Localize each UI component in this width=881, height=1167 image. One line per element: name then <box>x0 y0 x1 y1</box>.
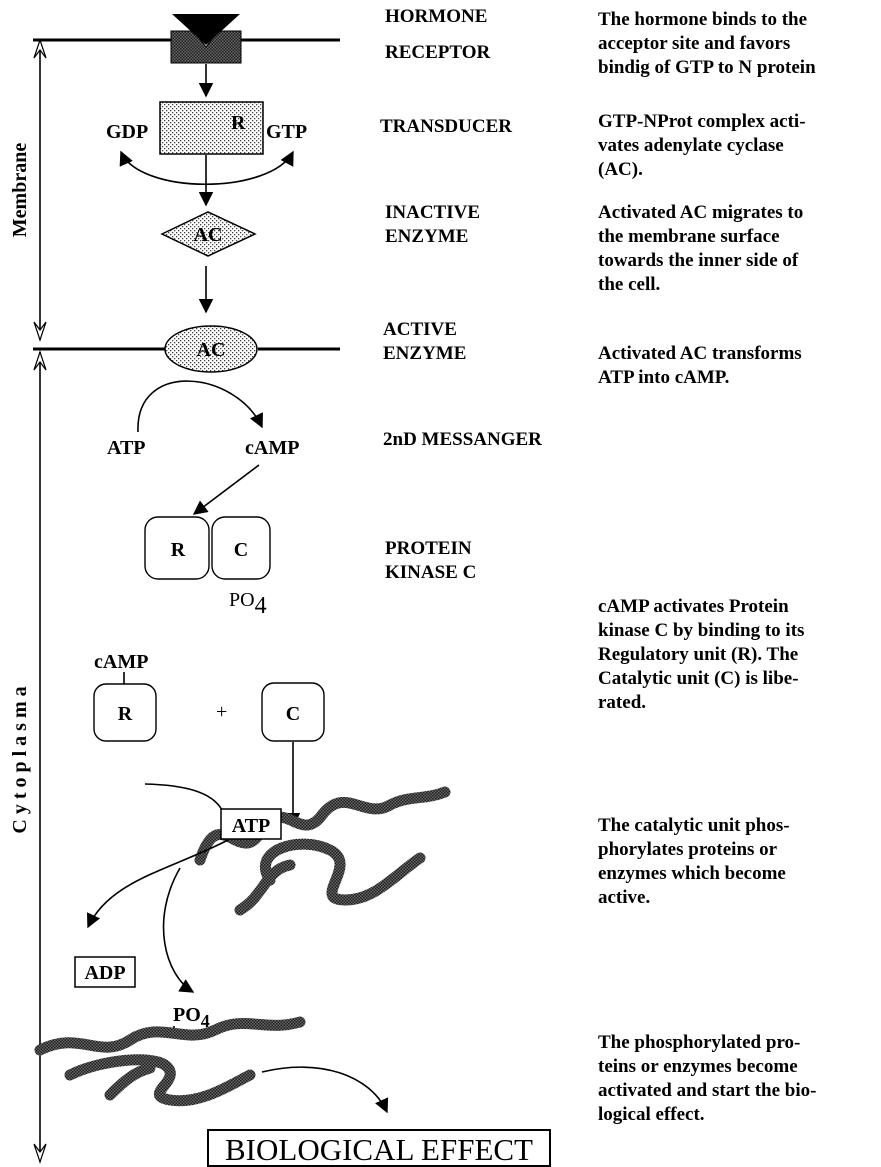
free-catalytic-unit <box>261 682 325 742</box>
atp-to-adp-arc <box>86 839 229 929</box>
hormone-triangle <box>172 14 240 45</box>
adp-box-label: ADP <box>84 962 125 984</box>
membrane-label: Membrane <box>9 143 31 238</box>
inactive-enzyme-diamond <box>160 211 257 257</box>
atp-to-camp-arc <box>137 380 263 433</box>
kinase-regulatory-unit <box>144 516 210 580</box>
cytoplasm-label: C y t o p l a s m a <box>9 686 31 833</box>
arrow-camp-to-kinase <box>192 464 260 515</box>
description-hormone: The hormone binds to the acceptor site a… <box>598 9 816 78</box>
gtp-label: GTP <box>266 121 307 143</box>
active-enzyme-ellipse <box>164 325 258 373</box>
plus-sign: + <box>216 701 227 723</box>
atp-label: ATP <box>107 437 146 459</box>
kinase-po4-label: PO4 <box>229 589 267 619</box>
description-biological-effect: The phosphorylated pro- teins or enzymes… <box>598 1032 821 1125</box>
biological-effect-label: BIOLOGICAL EFFECT <box>225 1132 533 1167</box>
kinase-r-label: R <box>171 539 186 561</box>
transducer-box <box>159 101 264 155</box>
bound-camp-label: cAMP <box>94 651 148 673</box>
description-migration: Activated AC migrates to the membrane su… <box>598 202 808 295</box>
kinase-catalytic-unit <box>211 516 271 580</box>
gdp-label: GDP <box>106 121 148 143</box>
description-kinase-activation: cAMP activates Protein kinase C by bindi… <box>598 596 809 713</box>
cytoplasm-range-bar <box>33 350 47 1164</box>
atp-to-po4-arc <box>162 867 195 993</box>
inactive-ac-label: AC <box>194 224 223 246</box>
free-r-label: R <box>118 703 133 725</box>
arrow-to-biological-effect <box>261 1066 389 1114</box>
kinase-c-label: C <box>234 539 248 561</box>
stage-active-enzyme: ACTIVE ENZYME <box>383 319 466 364</box>
atp-box <box>220 808 282 840</box>
free-c-label: C <box>286 703 300 725</box>
gdp-gtp-exchange-arc <box>119 150 294 186</box>
stage-hormone-receptor: HORMONE RECEPTOR <box>385 6 492 63</box>
description-camp-formation: Activated AC transforms ATP into cAMP. <box>598 343 806 388</box>
transducer-unit-label: R <box>231 112 246 134</box>
membrane-range-bar <box>33 38 47 342</box>
stage-inactive-enzyme: INACTIVE ENZYME <box>385 202 485 247</box>
phosphorylated-protein-squiggle <box>34 1016 306 1107</box>
active-ac-label: AC <box>197 339 226 361</box>
biological-effect-box <box>207 1129 551 1167</box>
stage-second-messenger: 2nD MESSANGER <box>383 429 542 450</box>
adp-box <box>74 956 136 988</box>
free-regulatory-unit <box>93 683 157 742</box>
atp-incoming-arc <box>144 783 223 811</box>
atp-box-label: ATP <box>232 815 271 837</box>
camp-label: cAMP <box>245 437 299 459</box>
attached-po4-label: PO4 <box>173 1004 210 1031</box>
stage-transducer: TRANSDUCER <box>380 116 512 137</box>
description-transducer: GTP-NProt complex acti- vates adenylate … <box>598 111 810 180</box>
description-phosphorylation: The catalytic unit phos- phorylates prot… <box>598 815 794 908</box>
stage-protein-kinase: PROTEIN KINASE C <box>385 538 476 583</box>
